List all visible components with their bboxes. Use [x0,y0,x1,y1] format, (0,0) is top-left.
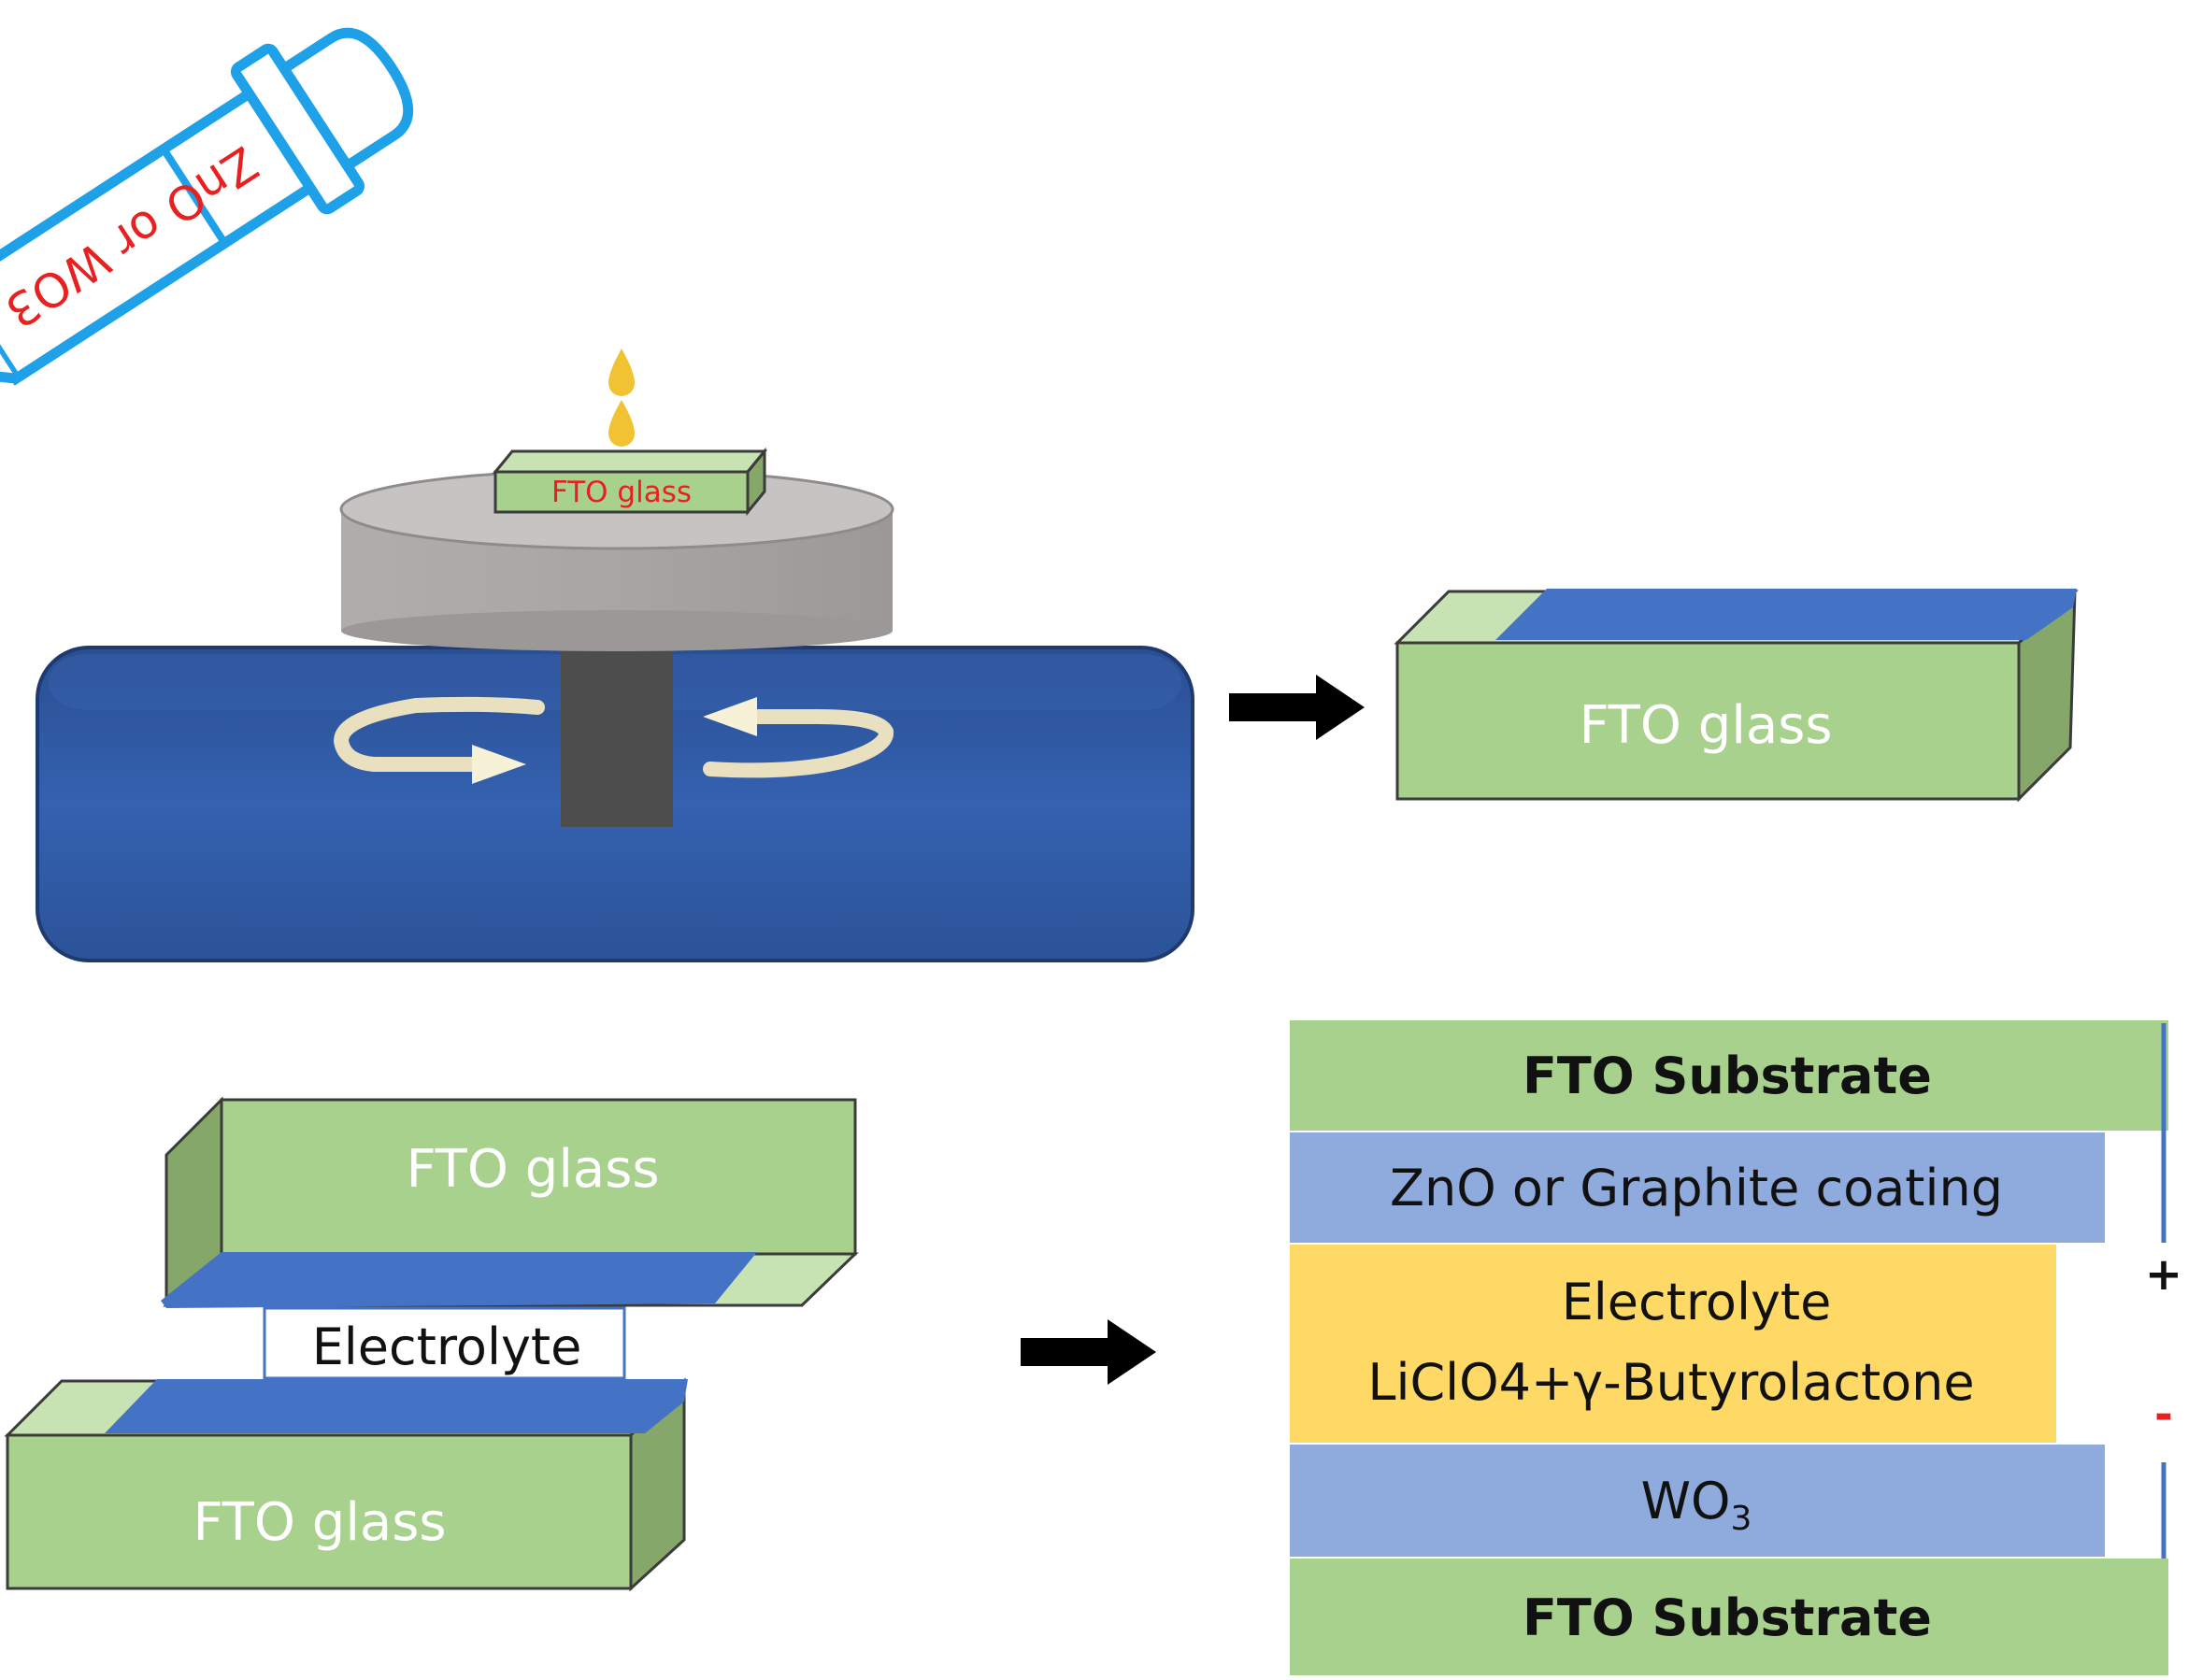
process-arrow-1 [1229,675,1365,740]
bottom-fto-glass: FTO glass [4,1377,688,1592]
spin-coater: FTO glass [36,447,1194,962]
electrolyte-layer [1290,1245,2056,1443]
plus-sign: + [2145,1248,2182,1301]
top-glass-label: FTO glass [406,1139,659,1200]
electrolyte-gap [263,1306,626,1380]
device-stack: FTO Substrate ZnO or Graphite coating El… [1290,1020,2182,1675]
electrolyte-gap-label: Electrolyte [312,1317,582,1376]
electrolyte-layer-title: Electrolyte [1562,1273,1832,1331]
bottom-substrate-label: FTO Substrate [1523,1588,1932,1647]
wo3-layer [1290,1445,2105,1557]
top-coating-layer [161,1252,757,1308]
wo3-layer-label: WO3 [1641,1472,1752,1538]
substrate-label: FTO glass [551,476,692,509]
process-arrow-2 [1021,1319,1156,1385]
rotation-arrow-right [703,697,894,778]
coated-fto-glass: FTO glass [1394,588,2079,803]
rotation-arrow-left [333,696,545,784]
bottom-fto-substrate-layer [1290,1559,2168,1675]
device-assembly: FTO glass Electrolyte FTO glass [4,1096,859,1592]
droplet-lower [608,400,635,447]
top-fto-substrate-layer [1290,1020,2168,1131]
droplet-upper [608,349,635,396]
dropper: ZnO or WO3 [0,27,414,392]
counter-layer-label: ZnO or Graphite coating [1390,1159,2003,1217]
coating-layer [1495,589,2077,640]
electrolyte-composition: LiClO4+γ-Butyrolactone [1367,1353,1974,1412]
substrate-on-chuck: FTO glass [492,447,768,517]
top-fto-glass: FTO glass [161,1096,859,1308]
dropper-barrel [0,86,318,386]
minus-sign: - [2154,1388,2173,1441]
coated-sample-label: FTO glass [1579,695,1832,756]
bottom-coating-layer [105,1379,688,1433]
bottom-glass-label: FTO glass [193,1492,446,1553]
dropper-bulb [280,27,414,171]
counter-electrode-layer [1290,1132,2105,1243]
spindle-shaft [561,645,673,827]
top-substrate-label: FTO Substrate [1523,1046,1932,1105]
